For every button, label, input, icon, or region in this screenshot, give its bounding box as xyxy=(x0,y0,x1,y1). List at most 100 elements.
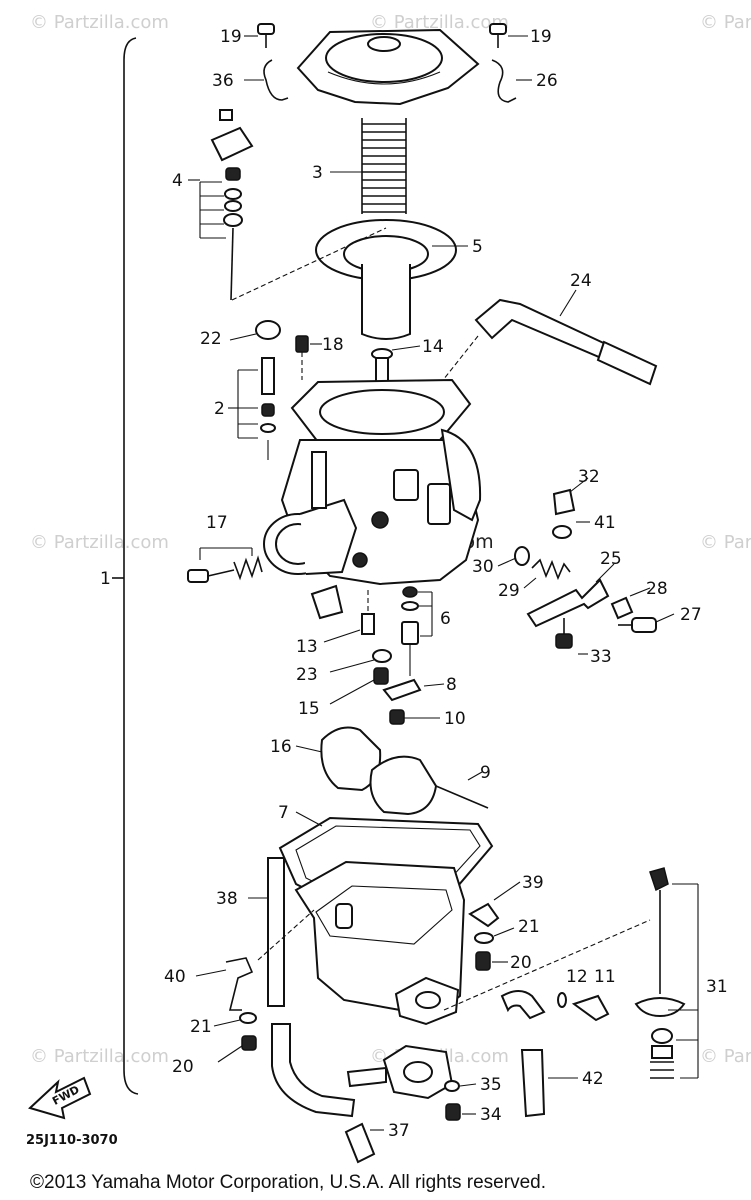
screw-19-right xyxy=(489,23,507,48)
screw-27 xyxy=(618,617,657,633)
screw-33 xyxy=(555,618,573,649)
callout-label: 5 xyxy=(472,237,483,257)
assembly-bracket xyxy=(123,37,139,1095)
callout-label: 36 xyxy=(212,71,234,91)
pilot-screw-set-2 xyxy=(260,357,276,460)
bracket-lines xyxy=(418,591,433,637)
washer-21-left xyxy=(239,1012,257,1024)
callout-label: 15 xyxy=(298,699,320,719)
callout-label: 35 xyxy=(480,1075,502,1095)
callout-label: 8 xyxy=(446,675,457,695)
screw-18 xyxy=(295,335,309,380)
clip-40 xyxy=(225,957,254,1011)
callout-label: 6 xyxy=(440,609,451,629)
washer-41 xyxy=(552,525,572,539)
callout-label: 21 xyxy=(190,1017,212,1037)
callout-label: 30 xyxy=(472,557,494,577)
callout-label: 14 xyxy=(422,337,444,357)
callout-label: 40 xyxy=(164,967,186,987)
clamp-39 xyxy=(468,902,500,928)
callout-label: 2 xyxy=(214,399,225,419)
screw-19-left xyxy=(257,23,275,48)
bracket-lines xyxy=(199,181,226,239)
callout-label: 3 xyxy=(312,163,323,183)
callout-label: 39 xyxy=(522,873,544,893)
callout-label: 20 xyxy=(510,953,532,973)
callout-label: 11 xyxy=(594,967,616,987)
washer-35 xyxy=(444,1080,460,1092)
pump-assembly-31 xyxy=(634,867,686,1079)
tube-38 xyxy=(257,857,315,1007)
drain-hose xyxy=(271,1023,356,1118)
bracket-lines xyxy=(668,883,699,1079)
float-pin-9 xyxy=(435,785,489,809)
top-cover xyxy=(296,28,480,106)
callout-label: 28 xyxy=(646,579,668,599)
diaphragm-piston xyxy=(231,219,457,340)
callout-label: 20 xyxy=(172,1057,194,1077)
clip-26 xyxy=(491,59,517,103)
washer-21-right xyxy=(474,932,494,944)
callout-label: 26 xyxy=(536,71,558,91)
watermark-text: © Partzilla.com xyxy=(700,12,751,33)
jet-needle-assembly xyxy=(210,109,254,301)
callout-label: 27 xyxy=(680,605,702,625)
callout-label: 31 xyxy=(706,977,728,997)
screw-34 xyxy=(445,1103,461,1121)
copyright-text: ©2013 Yamaha Motor Corporation, U.S.A. A… xyxy=(30,1172,546,1193)
throttle-stop-screw-17 xyxy=(187,555,263,583)
nut-32 xyxy=(552,488,576,516)
watermark-text: © Partzilla.com xyxy=(700,1046,751,1067)
cap-22 xyxy=(255,320,281,340)
callout-label: 38 xyxy=(216,889,238,909)
hose-42 xyxy=(520,1049,546,1118)
screw-20-right xyxy=(475,951,491,971)
callout-label: 18 xyxy=(322,335,344,355)
jet-37 xyxy=(344,1122,376,1164)
callout-label: 1 xyxy=(100,569,111,589)
collar-28 xyxy=(610,596,634,620)
spring-3 xyxy=(361,118,407,214)
carburetor-body xyxy=(263,378,482,620)
callout-label: 19 xyxy=(530,27,552,47)
hose-elbow xyxy=(500,990,546,1020)
leader-lines xyxy=(188,35,675,1131)
float-bowl xyxy=(294,860,466,1026)
callout-label: 23 xyxy=(296,665,318,685)
watermark-text: © Partzilla.com xyxy=(700,532,751,553)
clip-36 xyxy=(263,59,289,101)
callout-label: 25 xyxy=(600,549,622,569)
callout-label: 34 xyxy=(480,1105,502,1125)
callout-label: 10 xyxy=(444,709,466,729)
bracket-lines xyxy=(199,547,253,560)
callout-label: 24 xyxy=(570,271,592,291)
callout-label: 42 xyxy=(582,1069,604,1089)
callout-label: 21 xyxy=(518,917,540,937)
plate-8 xyxy=(382,678,422,702)
bracket-lines xyxy=(237,369,258,439)
jet-set-6 xyxy=(401,586,419,676)
callout-label: 33 xyxy=(590,647,612,667)
diagram-code: 25J110-3070 xyxy=(26,1133,118,1148)
callout-label: 4 xyxy=(172,171,183,191)
callout-label: 12 xyxy=(566,967,588,987)
pump-cover xyxy=(346,1044,454,1100)
callout-label: 17 xyxy=(206,513,228,533)
screw-20-left xyxy=(241,1035,257,1051)
callout-label: 16 xyxy=(270,737,292,757)
callout-label: 7 xyxy=(278,803,289,823)
callout-label: 29 xyxy=(498,581,520,601)
o-ring-12 xyxy=(557,992,567,1008)
callout-label: 32 xyxy=(578,467,600,487)
watermark-text: © Partzilla.com xyxy=(370,12,509,33)
callout-labels: 19 19 36 26 4 3 5 24 22 18 14 2 32 41 17… xyxy=(100,27,728,1141)
float-16 xyxy=(320,726,438,816)
washer-23 xyxy=(372,649,392,663)
lever-25 xyxy=(526,578,610,628)
washer-30 xyxy=(514,546,530,566)
callout-label: 41 xyxy=(594,513,616,533)
watermark-text: © Partzilla.com xyxy=(30,12,169,33)
callout-label: 19 xyxy=(220,27,242,47)
callout-label: 9 xyxy=(480,763,491,783)
watermark-text: © Partzilla.com xyxy=(30,532,169,553)
